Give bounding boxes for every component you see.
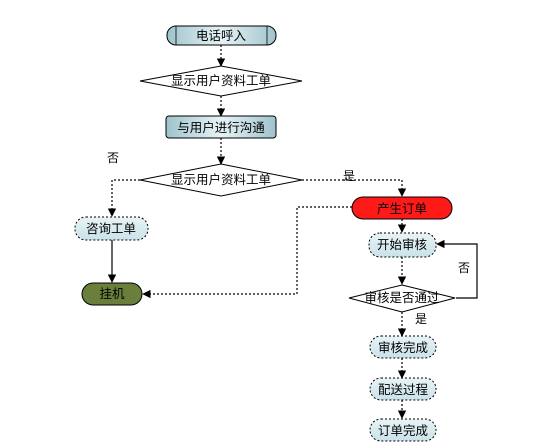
- edges: [107, 45, 478, 419]
- node-call-in-label: 电话呼入: [196, 28, 247, 43]
- node-show-info-2-label: 显示用户资料工单: [171, 172, 271, 187]
- edge-label-review-no: 否: [458, 261, 470, 275]
- node-consult-order-label: 咨询工单: [86, 221, 136, 236]
- node-review-done[interactable]: 审核完成: [369, 335, 437, 359]
- node-create-order[interactable]: 产生订单: [351, 196, 453, 220]
- node-delivery[interactable]: 配送过程: [369, 377, 437, 401]
- node-review-done-label: 审核完成: [378, 340, 428, 355]
- node-start-review[interactable]: 开始审核: [368, 232, 437, 258]
- node-consult-order[interactable]: 咨询工单: [74, 216, 149, 241]
- node-show-info-1[interactable]: 显示用户资料工单: [139, 65, 303, 97]
- edge-review-no-loop: [436, 239, 478, 299]
- node-show-info-2[interactable]: 显示用户资料工单: [139, 163, 303, 197]
- edge-label-yes-right: 是: [343, 169, 355, 183]
- node-show-info-1-label: 显示用户资料工单: [171, 73, 271, 88]
- node-start-review-label: 开始审核: [377, 237, 428, 252]
- edge-create-to-hangup: [142, 206, 352, 299]
- node-communicate-label: 与用户进行沟通: [177, 120, 265, 135]
- node-communicate[interactable]: 与用户进行沟通: [165, 115, 277, 139]
- edge-show2-to-consult: [107, 179, 140, 217]
- node-review-passed[interactable]: 审核是否通过: [348, 284, 456, 313]
- edge-show2-to-create: [302, 179, 407, 197]
- node-order-done[interactable]: 订单完成: [369, 418, 437, 442]
- node-order-done-label: 订单完成: [378, 423, 428, 438]
- edge-label-review-yes: 是: [415, 312, 427, 326]
- node-delivery-label: 配送过程: [378, 382, 429, 397]
- edge-label-no-left: 否: [107, 151, 119, 165]
- node-review-passed-label: 审核是否通过: [364, 290, 440, 305]
- node-call-in[interactable]: 电话呼入: [166, 25, 277, 46]
- node-hang-up[interactable]: 挂机: [81, 282, 143, 306]
- node-create-order-label: 产生订单: [377, 201, 427, 216]
- node-hang-up-label: 挂机: [99, 286, 125, 301]
